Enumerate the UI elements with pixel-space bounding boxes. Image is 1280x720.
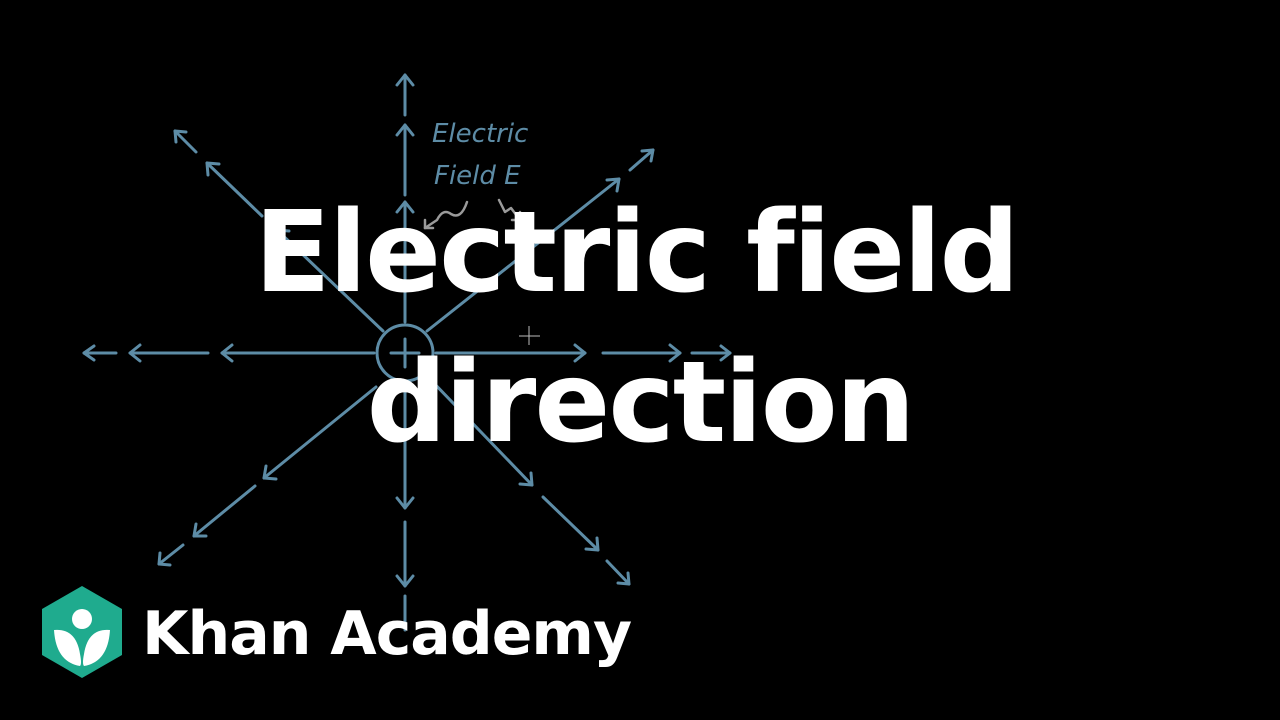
khan-academy-logo-icon [42, 586, 122, 678]
positive-charge-circle [375, 323, 435, 383]
video-title-line1: Electric field [254, 188, 1019, 318]
field-label-line1: Electric [432, 119, 529, 149]
khan-academy-wordmark: Khan Academy [142, 599, 632, 669]
video-title-line2: direction [366, 338, 916, 468]
field-label-line2: Field E [434, 161, 521, 191]
